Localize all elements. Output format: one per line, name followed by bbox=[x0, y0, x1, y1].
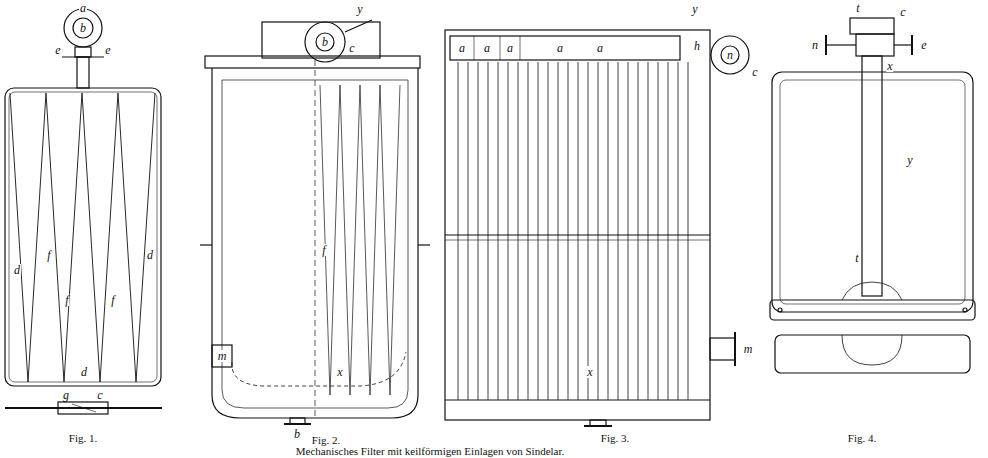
part-letter: m bbox=[217, 350, 228, 362]
part-letter: d bbox=[13, 264, 21, 276]
part-letter: c bbox=[899, 6, 906, 18]
part-letter: x bbox=[586, 366, 593, 378]
part-letter: e bbox=[920, 39, 927, 51]
part-letter: a bbox=[506, 42, 514, 54]
part-letter: n bbox=[811, 39, 819, 51]
fig2-drawing bbox=[200, 20, 430, 424]
figure-number: Fig. 3. bbox=[600, 433, 630, 444]
part-letter: b bbox=[79, 22, 87, 34]
figure-number: Fig. 2. bbox=[311, 435, 341, 446]
part-letter: x bbox=[336, 366, 343, 378]
part-letter: y bbox=[691, 3, 698, 15]
part-letter: h bbox=[693, 40, 701, 52]
part-letter: c bbox=[96, 389, 103, 401]
part-letter: c bbox=[348, 42, 355, 54]
figure-number: Fig. 1. bbox=[68, 433, 98, 444]
part-letter: a bbox=[596, 42, 604, 54]
part-letter: y bbox=[906, 154, 913, 166]
part-letter: d bbox=[146, 249, 154, 261]
figure-caption: Mechanisches Filter mit keilförmigen Ein… bbox=[295, 445, 566, 456]
part-letter: f bbox=[321, 244, 326, 256]
part-letter: a bbox=[79, 2, 87, 14]
part-letter: e bbox=[104, 44, 111, 56]
part-letter: y bbox=[356, 3, 363, 15]
part-letter: g bbox=[62, 389, 70, 401]
part-letter: d bbox=[80, 366, 88, 378]
part-letter: f bbox=[64, 294, 69, 306]
part-letter: x bbox=[886, 60, 893, 72]
part-letter: n bbox=[726, 49, 734, 61]
part-letter: a bbox=[556, 42, 564, 54]
part-letter: b bbox=[293, 428, 301, 440]
part-letter: m bbox=[743, 343, 754, 355]
part-letter: e bbox=[54, 44, 61, 56]
part-letter: c bbox=[751, 66, 758, 78]
part-letter: t bbox=[855, 2, 860, 14]
part-letter: f bbox=[46, 249, 51, 261]
fig3-drawing bbox=[445, 30, 749, 426]
part-letter: b bbox=[321, 36, 329, 48]
part-letter: f bbox=[110, 294, 115, 306]
part-letter: a bbox=[483, 42, 491, 54]
fig4-drawing bbox=[770, 18, 975, 373]
fig1-drawing bbox=[5, 9, 162, 414]
figure-number: Fig. 4. bbox=[847, 433, 877, 444]
part-letter: t bbox=[854, 252, 859, 264]
part-letter: a bbox=[458, 42, 466, 54]
